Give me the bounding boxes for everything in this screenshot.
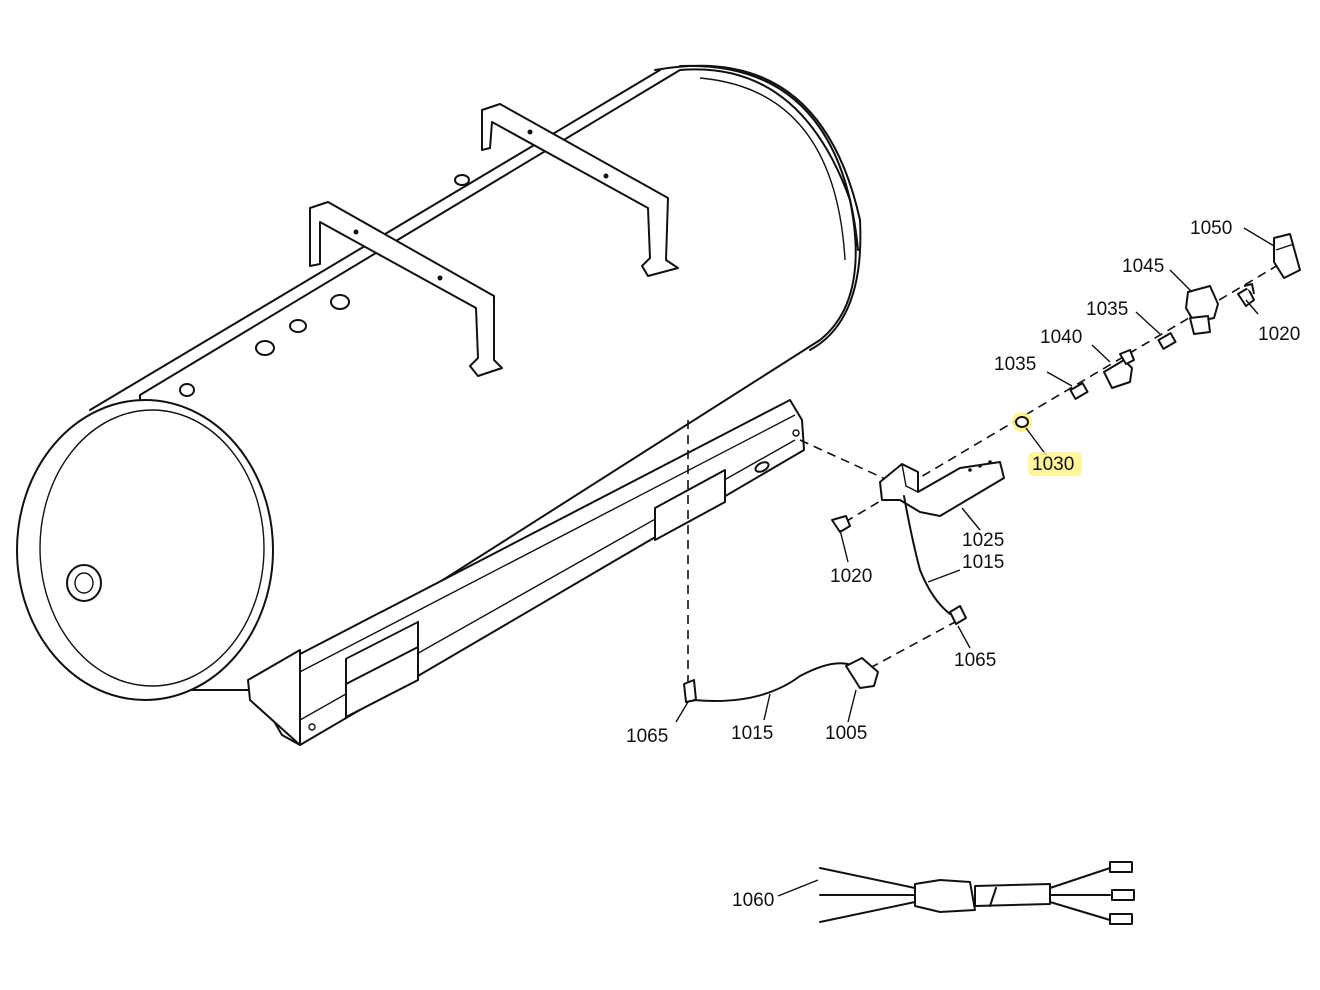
part-1045-solenoid-valve (1185, 285, 1219, 335)
frame-rail (247, 399, 805, 746)
callout-1050: 1050 (1190, 218, 1232, 239)
tank-mounting-strap-rear (481, 103, 679, 277)
part-1030-fitting-highlighted (1012, 412, 1032, 432)
part-1015-hose-right (903, 495, 951, 615)
part-1065-fitting-left (683, 679, 697, 703)
callout-1045: 1045 (1122, 256, 1164, 277)
callout-1020-right: 1020 (1258, 324, 1300, 345)
part-1035-nipple-top (1157, 332, 1177, 350)
callout-1015-bottom: 1015 (731, 723, 773, 744)
callout-1020-left: 1020 (830, 566, 872, 587)
part-1035-nipple-mid (1069, 382, 1089, 400)
callout-1035-top: 1035 (1086, 299, 1128, 320)
part-1020-elbow-fitting-right (1237, 283, 1255, 307)
part-1060-wiring-harness (819, 861, 1135, 925)
part-1025-mounting-bracket (879, 460, 1005, 517)
part-1015-hose-bottom (693, 662, 849, 702)
part-1050-pressure-switch (1273, 233, 1301, 279)
callout-1030: 1030 (1032, 454, 1074, 475)
callout-1065-left: 1065 (626, 726, 668, 747)
callout-1035-mid: 1035 (994, 354, 1036, 375)
air-tank (16, 64, 862, 701)
part-1040-tee (1103, 349, 1135, 389)
callout-1025: 1025 (962, 530, 1004, 551)
callout-1005: 1005 (825, 723, 867, 744)
part-1020-elbow-fitting-left (831, 515, 851, 533)
callout-1065-right: 1065 (954, 650, 996, 671)
callout-1030-highlight (1028, 452, 1082, 476)
tank-top-bosses (179, 174, 470, 397)
part-1005-tee-fitting (845, 657, 879, 689)
callout-1015-right: 1015 (962, 552, 1004, 573)
callout-1060: 1060 (732, 890, 774, 911)
part-1065-fitting-right (949, 605, 967, 625)
callout-labels: 1050 1045 1035 1020 1040 1035 1030 1025 … (626, 218, 1300, 911)
tank-mounting-strap-front (309, 201, 503, 377)
callout-1040: 1040 (1040, 327, 1082, 348)
tank-port-fitting (66, 564, 102, 602)
leader-lines (675, 227, 1275, 897)
